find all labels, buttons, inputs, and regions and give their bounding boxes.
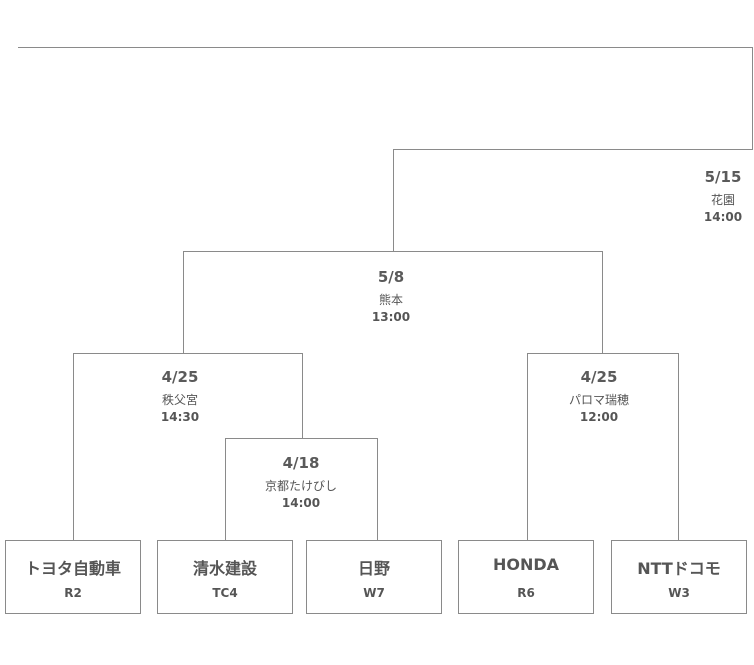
team-seed: TC4 — [212, 586, 238, 600]
team-box-shimizu[interactable]: 清水建設 TC4 — [157, 540, 293, 614]
round1-bracket-line — [225, 438, 378, 540]
team-name: NTTドコモ — [637, 559, 721, 578]
team-name: HONDA — [492, 555, 560, 574]
qf-left-date: 4/25 — [161, 368, 199, 386]
qf-right-match-info: 4/25 パロマ瑞穂 12:00 — [539, 368, 659, 424]
team-box-hino[interactable]: 日野 W7 — [306, 540, 442, 614]
qf-right-time: 12:00 — [579, 410, 619, 424]
team-name: 清水建設 — [192, 559, 257, 578]
semifinal-time: 13:00 — [371, 310, 411, 324]
semifinal-date: 5/8 — [377, 268, 405, 286]
semifinal-match-info: 5/8 熊本 13:00 — [331, 268, 451, 324]
team-seed: R6 — [517, 586, 535, 600]
qf-right-venue: パロマ瑞穂 — [568, 393, 629, 407]
round1-venue: 京都たけびし — [264, 479, 337, 493]
team-seed: R2 — [64, 586, 82, 600]
semifinal-bracket-line — [183, 251, 603, 353]
final-date: 5/15 — [704, 168, 742, 186]
final-match-info: 5/15 花園 14:00 — [663, 168, 754, 224]
round1-time: 14:00 — [281, 496, 321, 510]
semifinal-venue: 熊本 — [378, 293, 403, 307]
qf-right-date: 4/25 — [580, 368, 618, 386]
final-venue: 花園 — [710, 193, 735, 207]
team-seed: W3 — [668, 586, 690, 600]
qf-left-venue: 秩父宮 — [161, 393, 198, 407]
final-time: 14:00 — [703, 210, 743, 224]
team-box-toyota[interactable]: トヨタ自動車 R2 — [5, 540, 141, 614]
round1-date: 4/18 — [282, 454, 320, 472]
team-seed: W7 — [363, 586, 385, 600]
qf-right-bracket-line — [527, 353, 679, 540]
qf-left-bracket-line — [73, 353, 303, 540]
qf-left-time: 14:30 — [160, 410, 200, 424]
qf-left-match-info: 4/25 秩父宮 14:30 — [120, 368, 240, 424]
round1-match-info: 4/18 京都たけびし 14:00 — [241, 454, 361, 510]
team-name: トヨタ自動車 — [24, 559, 121, 578]
team-name: 日野 — [357, 559, 390, 578]
team-box-ntt-docomo[interactable]: NTTドコモ W3 — [611, 540, 747, 614]
final-connector-line — [18, 47, 753, 251]
team-box-honda[interactable]: HONDA R6 — [458, 540, 594, 614]
